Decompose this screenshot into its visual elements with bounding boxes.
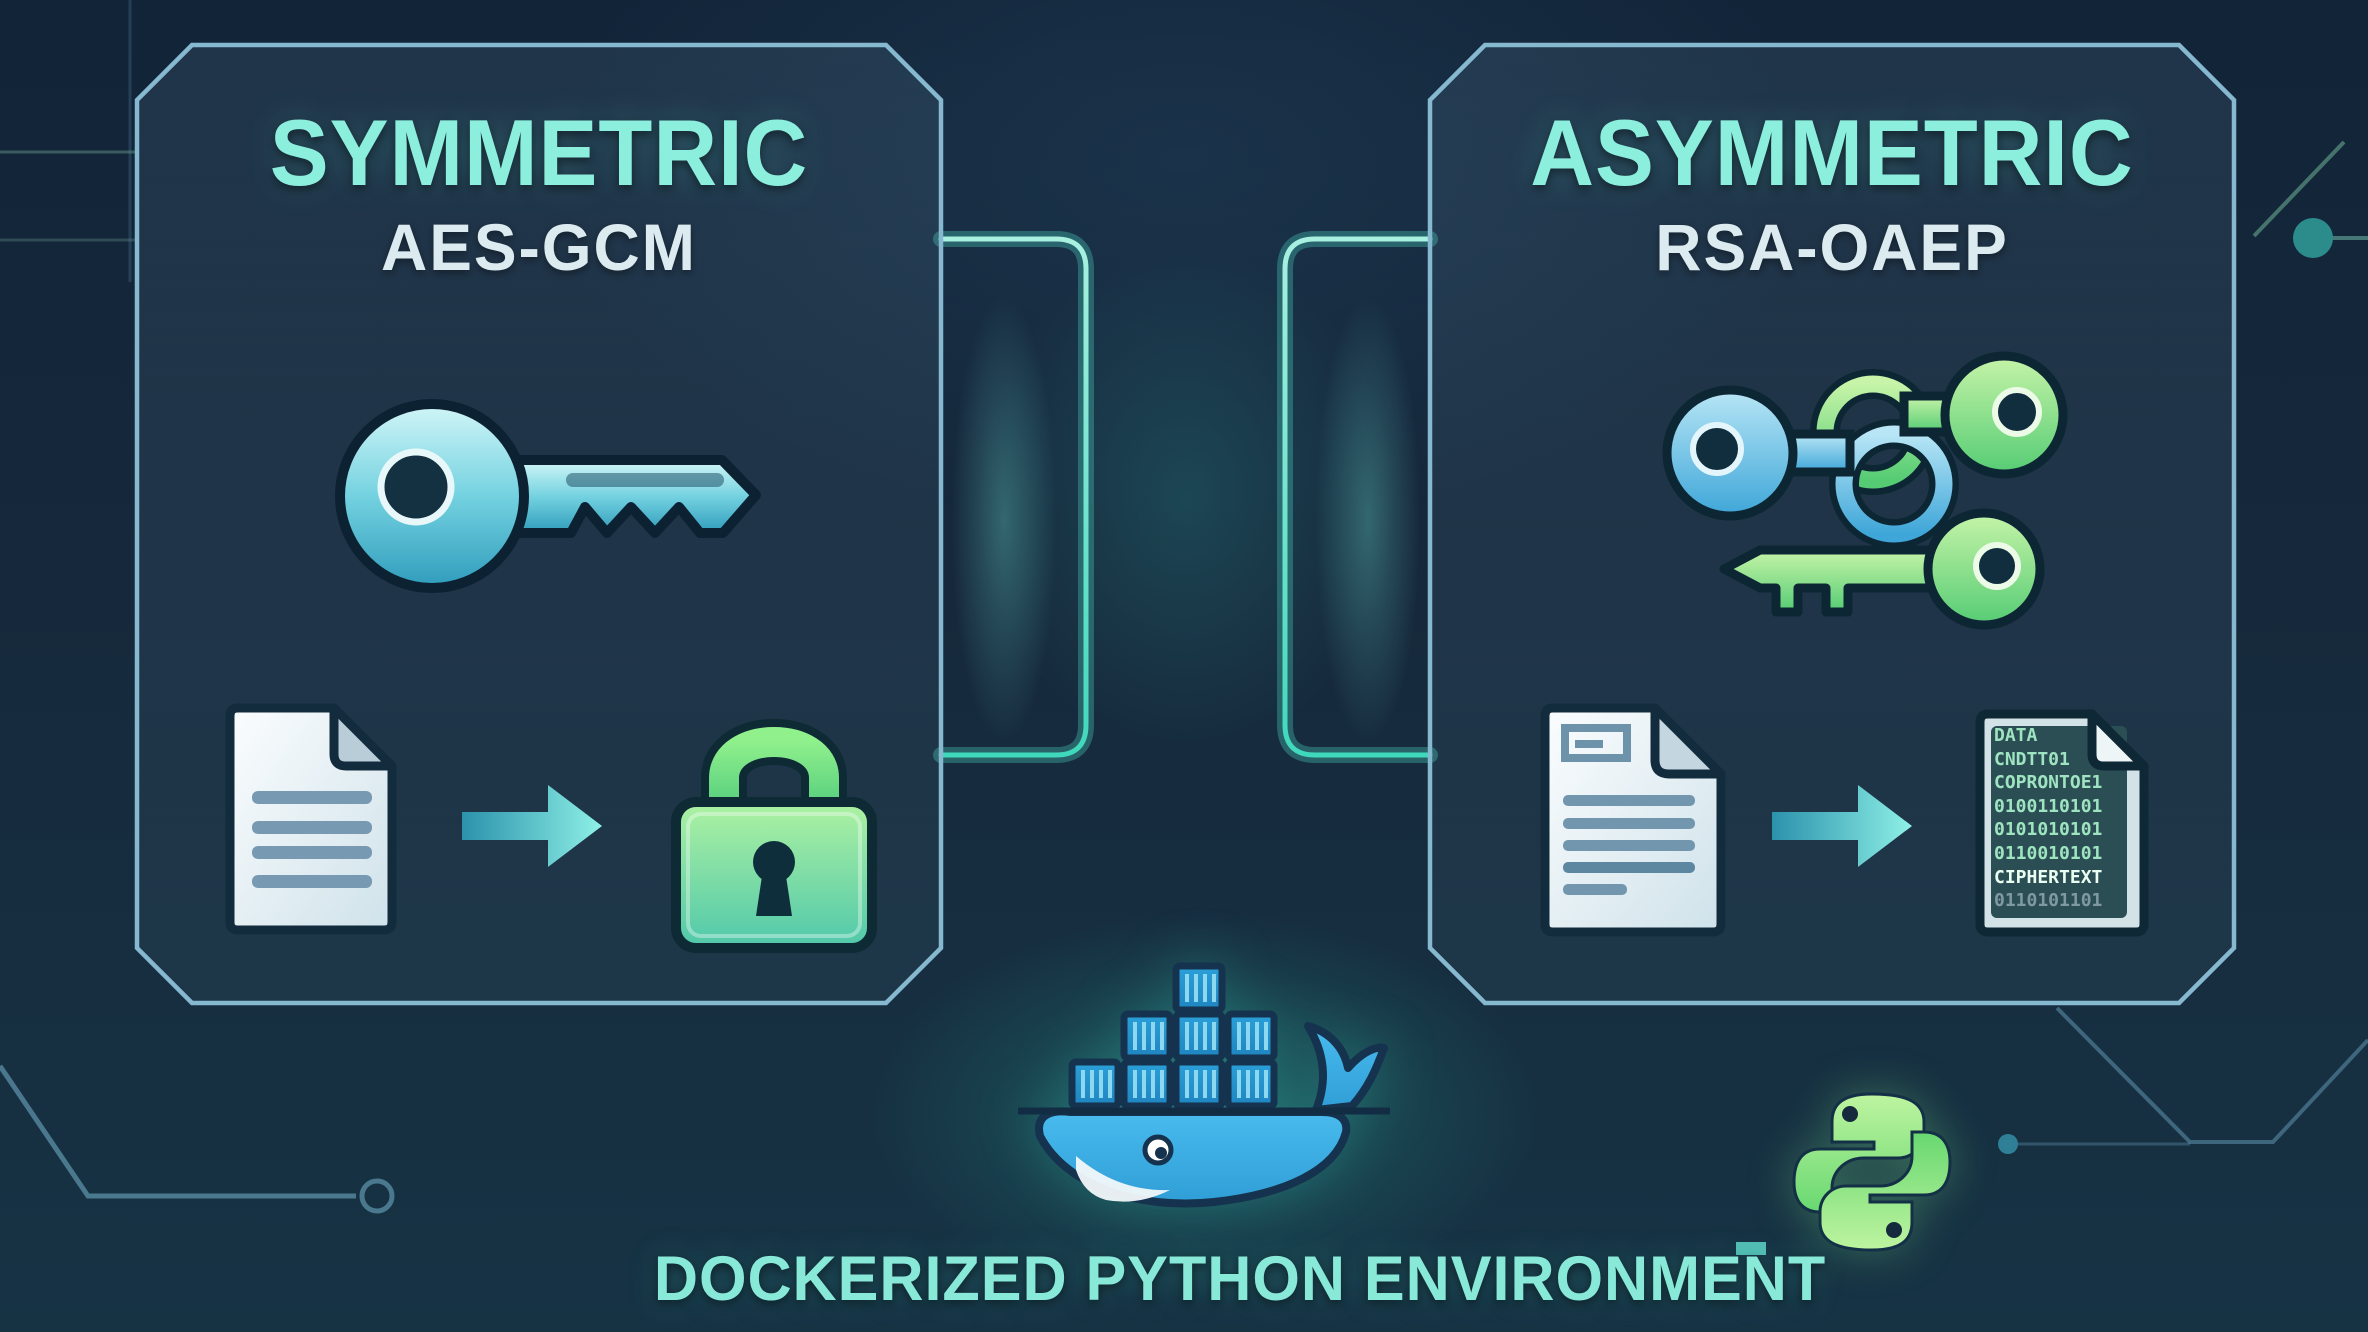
cipher-line: 0110010101: [1994, 842, 2103, 864]
cipher-line: CNDTT01: [1994, 748, 2070, 770]
cipher-line: COPRONTOE1: [1994, 772, 2103, 794]
symmetric-key-icon: [335, 399, 761, 593]
plaintext-document-icon: [1540, 703, 1726, 937]
footer-caption: DOCKERIZED PYTHON ENVIRONMENT: [653, 1244, 1827, 1314]
cipher-line-ciphertext: CIPHERTEXT: [1994, 866, 2103, 888]
encrypt-arrow-icon: [1772, 785, 1912, 867]
python-logo: [1792, 1092, 1952, 1252]
connector-tabs: [933, 231, 1438, 763]
asymmetric-subtitle: RSA-OAEP: [1655, 210, 2009, 284]
encrypted-padlock-icon: [671, 719, 877, 953]
circuit-traces: [0, 0, 2368, 1255]
asymmetric-title: ASYMMETRIC: [1530, 100, 2134, 205]
cipher-line: 0101010101: [1994, 819, 2103, 841]
plain-document-icon: [225, 703, 397, 935]
linked-key-pair-icon: [1662, 351, 2068, 630]
encrypt-arrow-icon: [462, 785, 602, 867]
ciphertext-lines: DATA CNDTT01 COPRONTOE1 0100110101 01010…: [1994, 724, 2130, 913]
docker-whale-logo: [1018, 960, 1390, 1208]
cipher-line: 0110101101: [1994, 890, 2103, 912]
cipher-line: DATA: [1994, 725, 2038, 746]
symmetric-subtitle: AES-GCM: [381, 210, 697, 284]
cipher-line: 0100110101: [1994, 795, 2103, 817]
ciphertext-document-icon: [1975, 709, 2149, 937]
symmetric-title: SYMMETRIC: [269, 100, 809, 205]
